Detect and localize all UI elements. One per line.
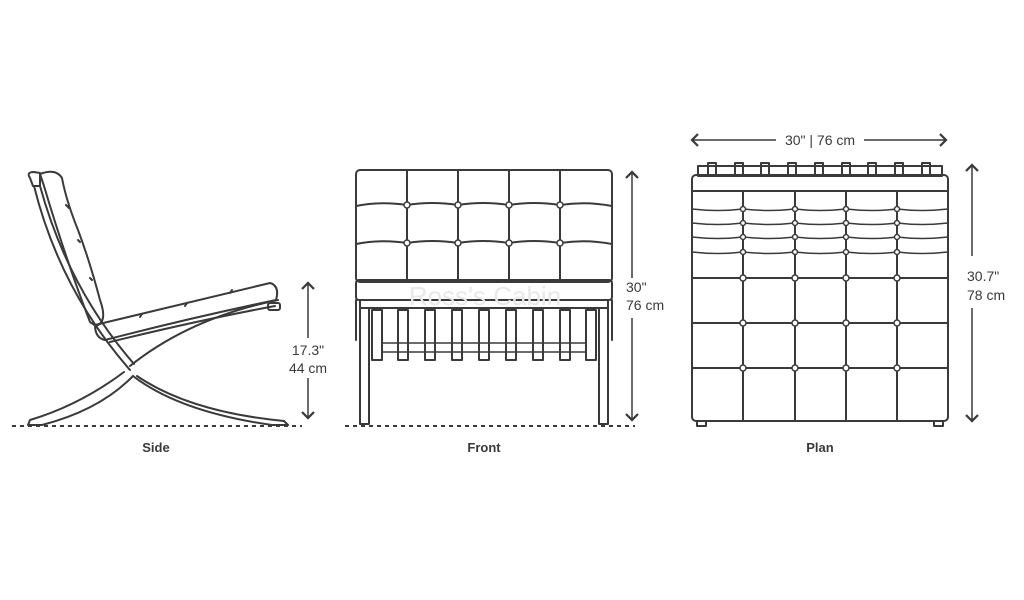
front-height-in: 30": [626, 279, 647, 295]
watermark: Ross's Cabin: [409, 281, 561, 311]
front-view-chair: [355, 169, 613, 425]
plan-view-chair: [691, 162, 949, 427]
side-label: Side: [142, 440, 169, 455]
plan-label: Plan: [806, 440, 834, 455]
side-height-in: 17.3": [292, 342, 324, 358]
front-label: Front: [467, 440, 501, 455]
side-height-cm: 44 cm: [289, 360, 327, 376]
plan-width: 30" | 76 cm: [785, 132, 855, 148]
plan-depth-in: 30.7": [967, 268, 999, 284]
side-view-chair: [27, 170, 289, 426]
front-height-cm: 76 cm: [626, 297, 664, 313]
plan-depth-cm: 78 cm: [967, 287, 1005, 303]
